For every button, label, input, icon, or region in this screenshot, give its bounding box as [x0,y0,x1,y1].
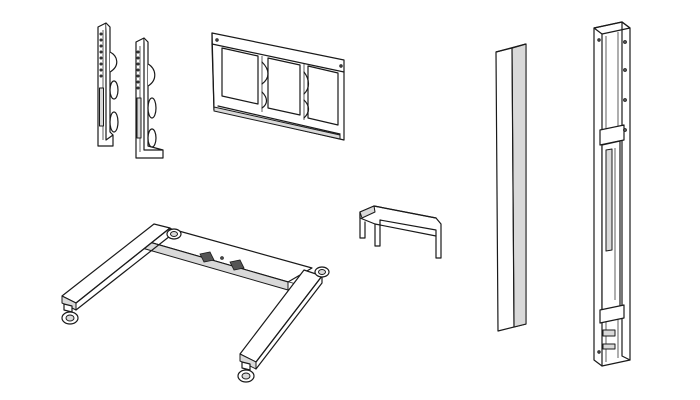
caster-wheel-front-left [61,303,79,325]
caster-wheel-back-right [314,266,330,278]
caster-wheel-front-right [237,361,255,383]
caster-wheel-back-left [166,228,182,240]
u-shaped-support-bracket [359,205,442,259]
caster-base-frame [61,223,330,383]
vesa-bracket-arm-right [135,37,164,159]
wall-mount-plate [211,32,345,141]
support-column-cover [495,43,527,332]
support-column-frame [593,21,631,367]
vesa-bracket-arm-left [97,22,119,147]
